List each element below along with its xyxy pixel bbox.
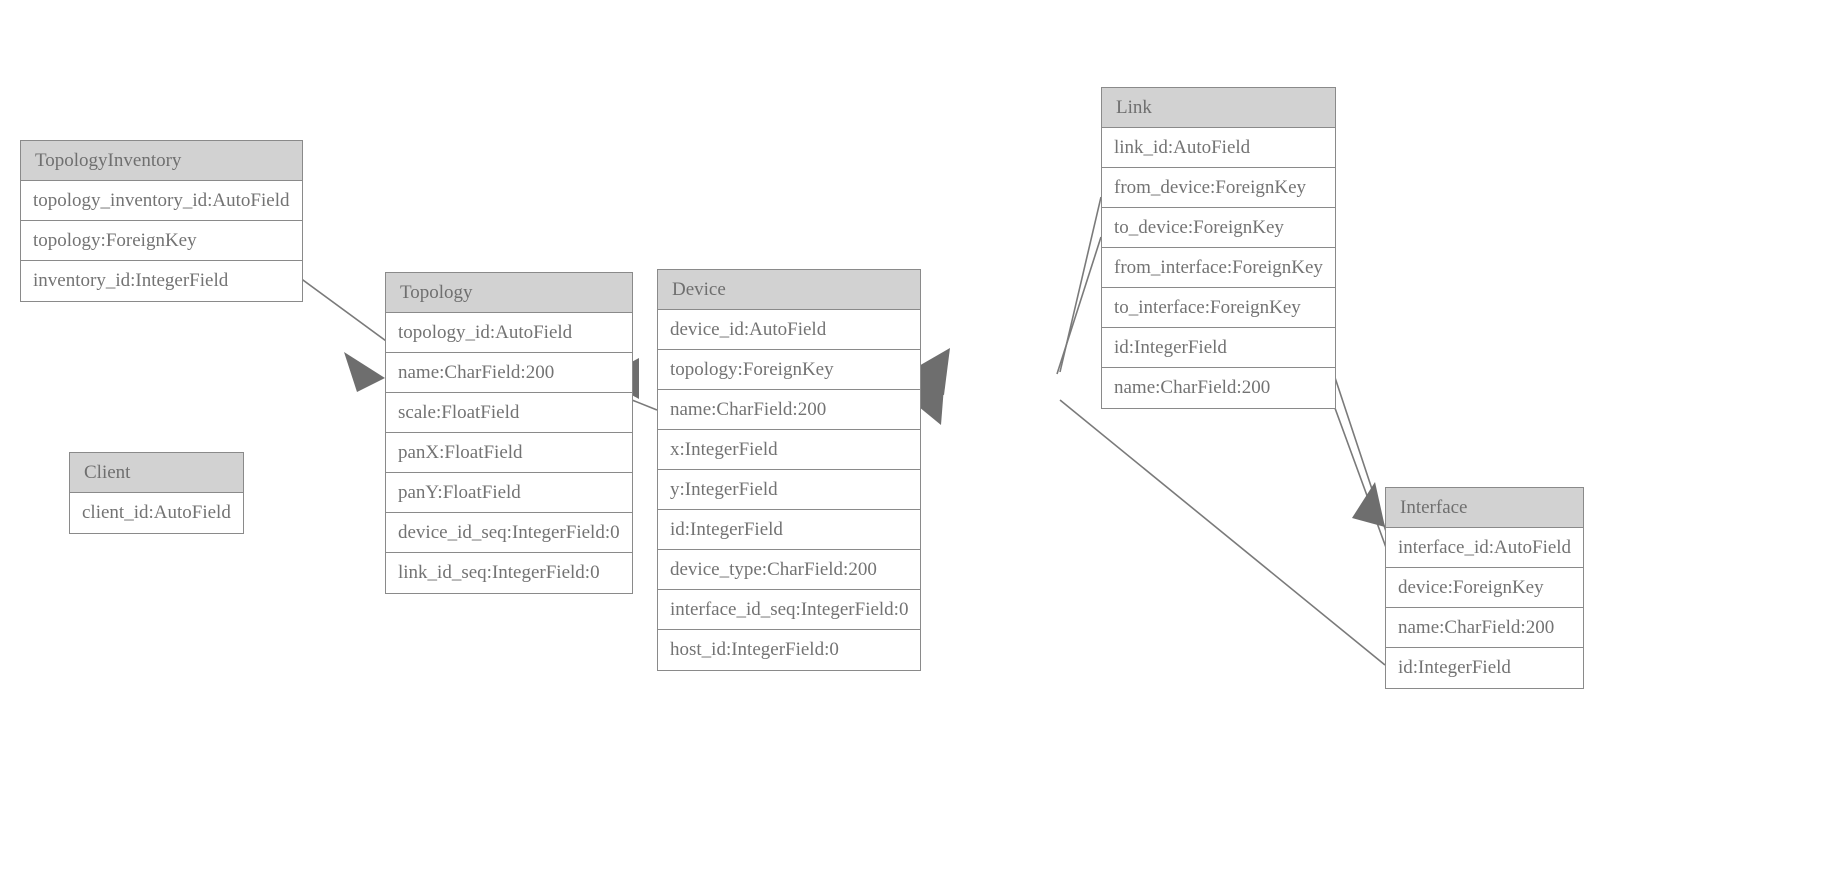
entity-field: from_interface:ForeignKey: [1102, 248, 1335, 288]
entity-field: inventory_id:IntegerField: [21, 261, 302, 301]
entity-field: name:CharField:200: [658, 390, 920, 430]
entity-field: topology_id:AutoField: [386, 313, 632, 353]
entity-field: name:CharField:200: [1386, 608, 1583, 648]
arrowhead-topology-left: [344, 352, 385, 392]
entity-field: id:IntegerField: [1102, 328, 1335, 368]
entity-title: Device: [658, 270, 920, 310]
entity-topology[interactable]: Topology topology_id:AutoField name:Char…: [385, 272, 633, 594]
entity-link[interactable]: Link link_id:AutoField from_device:Forei…: [1101, 87, 1336, 409]
entity-field: host_id:IntegerField:0: [658, 630, 920, 670]
edge-link-from-device: [1059, 196, 1102, 373]
entity-field: interface_id_seq:IntegerField:0: [658, 590, 920, 630]
entity-device[interactable]: Device device_id:AutoField topology:Fore…: [657, 269, 921, 671]
entity-field: client_id:AutoField: [70, 493, 243, 533]
entity-field: name:CharField:200: [1102, 368, 1335, 408]
entity-interface[interactable]: Interface interface_id:AutoField device:…: [1385, 487, 1584, 689]
entity-topologyinventory[interactable]: TopologyInventory topology_inventory_id:…: [20, 140, 303, 302]
entity-field: link_id:AutoField: [1102, 128, 1335, 168]
entity-field: from_device:ForeignKey: [1102, 168, 1335, 208]
entity-client[interactable]: Client client_id:AutoField: [69, 452, 244, 534]
entity-field: device_type:CharField:200: [658, 550, 920, 590]
entity-title: Link: [1102, 88, 1335, 128]
entity-field: id:IntegerField: [1386, 648, 1583, 688]
entity-field: y:IntegerField: [658, 470, 920, 510]
entity-field: name:CharField:200: [386, 353, 632, 393]
entity-field: link_id_seq:IntegerField:0: [386, 553, 632, 593]
entity-field: panX:FloatField: [386, 433, 632, 473]
entity-field: topology:ForeignKey: [658, 350, 920, 390]
entity-field: topology:ForeignKey: [21, 221, 302, 261]
entity-field: interface_id:AutoField: [1386, 528, 1583, 568]
entity-field: scale:FloatField: [386, 393, 632, 433]
entity-field: device_id_seq:IntegerField:0: [386, 513, 632, 553]
entity-field: id:IntegerField: [658, 510, 920, 550]
entity-title: TopologyInventory: [21, 141, 302, 181]
entity-field: to_interface:ForeignKey: [1102, 288, 1335, 328]
entity-title: Client: [70, 453, 243, 493]
entity-field: device:ForeignKey: [1386, 568, 1583, 608]
entity-field: panY:FloatField: [386, 473, 632, 513]
entity-field: to_device:ForeignKey: [1102, 208, 1335, 248]
entity-field: x:IntegerField: [658, 430, 920, 470]
entity-title: Interface: [1386, 488, 1583, 528]
entity-field: device_id:AutoField: [658, 310, 920, 350]
arrowhead-interface-topleft: [1352, 482, 1385, 527]
edge-link-to-device: [1056, 236, 1102, 375]
edge-interface-device: [1059, 399, 1386, 666]
entity-title: Topology: [386, 273, 632, 313]
entity-field: topology_inventory_id:AutoField: [21, 181, 302, 221]
